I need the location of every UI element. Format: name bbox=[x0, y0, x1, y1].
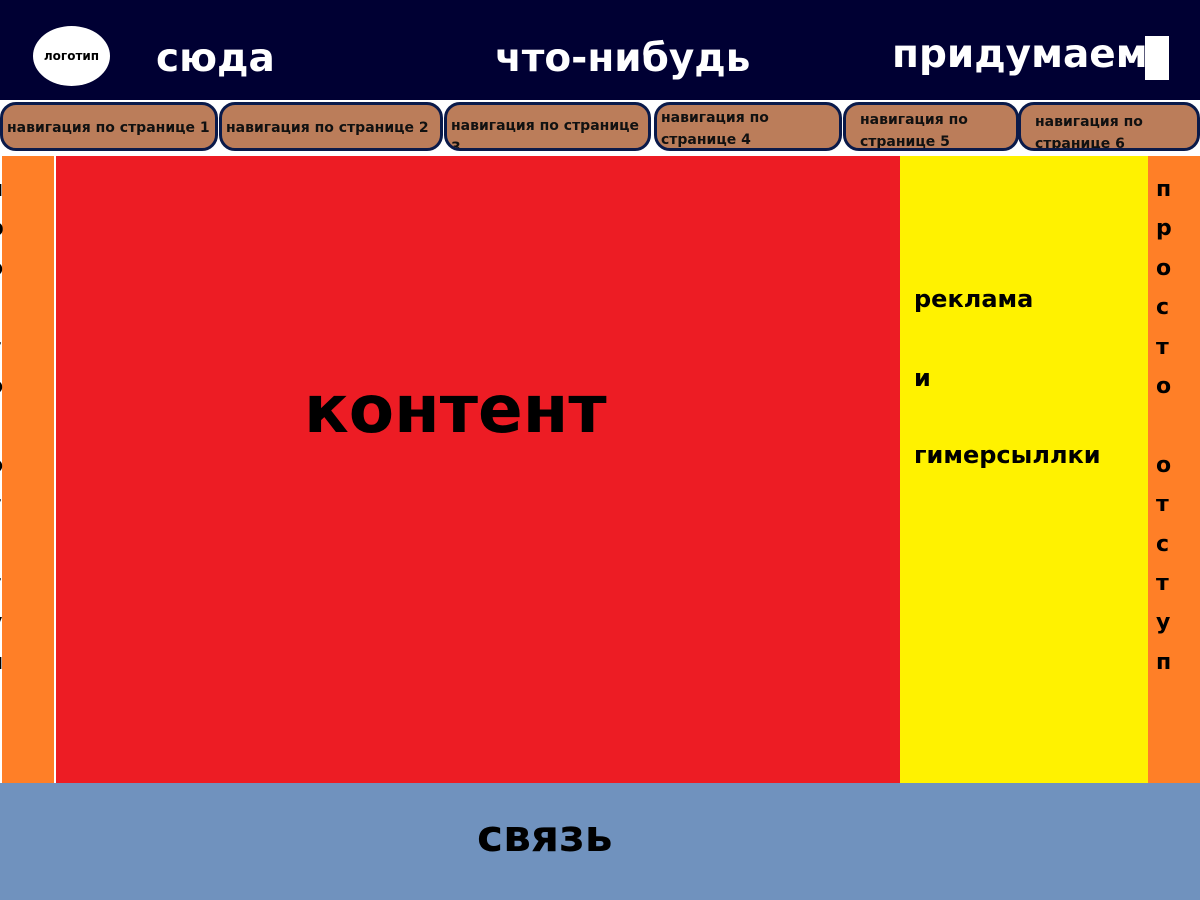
nav-tab-label: навигация по странице 6 bbox=[1035, 114, 1143, 151]
left-margin: п р о с т о о т с т у п bbox=[0, 156, 54, 783]
right-margin-text: п р о с т о о т с т у п bbox=[1156, 177, 1172, 675]
logo-text: логотип bbox=[43, 49, 100, 63]
header: логотип сюда что-нибудь придумаем bbox=[0, 0, 1200, 100]
nav-tab-1[interactable]: навигация по странице 1 bbox=[0, 102, 218, 151]
logo[interactable]: логотип bbox=[33, 26, 110, 86]
ads-line-1: реклама bbox=[914, 285, 1034, 313]
nav-tab-6[interactable]: навигация по странице 6 bbox=[1018, 102, 1200, 151]
nav-tab-4[interactable]: навигация по странице 4 bbox=[654, 102, 842, 151]
ads-line-3: гимерсыллки bbox=[914, 441, 1101, 469]
nav-tab-2[interactable]: навигация по странице 2 bbox=[219, 102, 443, 151]
content-area: контент bbox=[56, 156, 901, 783]
left-margin-text: п р о с т о о т с т у п bbox=[0, 170, 40, 682]
footer-text: связь bbox=[477, 811, 613, 862]
header-block bbox=[1145, 36, 1169, 80]
nav-tab-5[interactable]: навигация по странице 5 bbox=[843, 102, 1019, 151]
header-word-2: что-нибудь bbox=[495, 36, 751, 81]
nav-tab-label: навигация по странице 2 bbox=[226, 120, 429, 136]
right-margin: п р о с т о о т с т у п bbox=[1148, 156, 1200, 783]
footer: связь bbox=[0, 783, 1200, 900]
ads-line-2: и bbox=[914, 364, 931, 392]
nav-tab-label: навигация по странице 5 bbox=[860, 112, 968, 150]
nav-tab-label: навигация по странице 1 bbox=[7, 120, 210, 136]
nav-tab-label: навигация по странице 3 bbox=[451, 118, 640, 151]
header-word-3: придумаем bbox=[892, 32, 1148, 77]
nav-tab-label: навигация по странице 4 bbox=[661, 110, 769, 148]
nav-tab-3[interactable]: навигация по странице 3 bbox=[444, 102, 651, 151]
content-title: контент bbox=[304, 371, 607, 448]
ads-panel: реклама и гимерсыллки bbox=[900, 156, 1149, 783]
nav-bar: навигация по странице 1 навигация по стр… bbox=[0, 100, 1200, 158]
header-word-1: сюда bbox=[156, 36, 275, 81]
